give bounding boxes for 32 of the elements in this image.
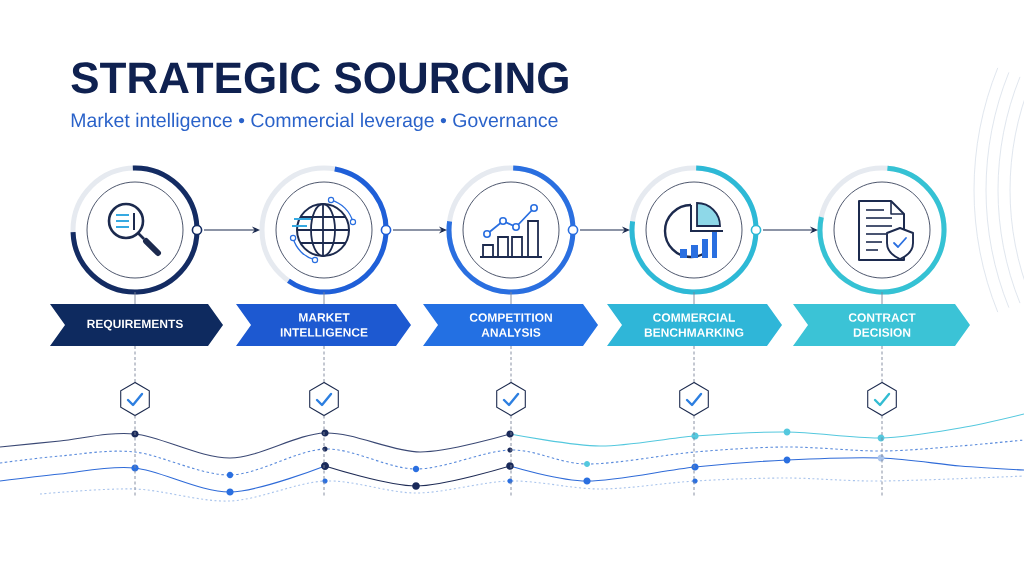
dashed-line bbox=[510, 415, 512, 498]
chevron-banner: REQUIREMENTS bbox=[50, 304, 223, 346]
subtitle: Market intelligence • Commercial leverage • Governance bbox=[71, 112, 558, 132]
chevron-banner: COMMERCIAL BENCHMARKING bbox=[607, 304, 782, 346]
hexagon-badge bbox=[496, 381, 526, 417]
connector-line bbox=[510, 291, 512, 305]
hexagon-badge bbox=[309, 381, 339, 417]
step-circle bbox=[629, 165, 762, 295]
connector-line bbox=[881, 291, 883, 305]
chevron-banner: MARKET INTELLIGENCE bbox=[236, 304, 411, 346]
dashed-line bbox=[881, 345, 883, 383]
dashed-line bbox=[134, 415, 136, 498]
connector-line bbox=[134, 291, 136, 305]
dashed-line bbox=[510, 345, 512, 383]
hexagon-badge bbox=[679, 381, 709, 417]
step-circle bbox=[446, 165, 579, 295]
title: STRATEGIC SOURCING bbox=[71, 62, 568, 94]
connector-line bbox=[693, 291, 695, 305]
dashed-line bbox=[693, 415, 695, 498]
hexagon-badge bbox=[867, 381, 897, 417]
chevron-banner: CONTRACT DECISION bbox=[793, 304, 970, 346]
chevron-banner: COMPETITION ANALYSIS bbox=[423, 304, 598, 346]
step-circle bbox=[817, 165, 947, 295]
hexagon-badge bbox=[120, 381, 150, 417]
step-circle bbox=[259, 165, 392, 295]
dashed-line bbox=[134, 345, 136, 383]
dashed-line bbox=[323, 345, 325, 383]
connector-line bbox=[323, 291, 325, 305]
dashed-line bbox=[323, 415, 325, 498]
dashed-line bbox=[693, 345, 695, 383]
dashed-line bbox=[881, 415, 883, 498]
step-circle bbox=[70, 165, 203, 295]
